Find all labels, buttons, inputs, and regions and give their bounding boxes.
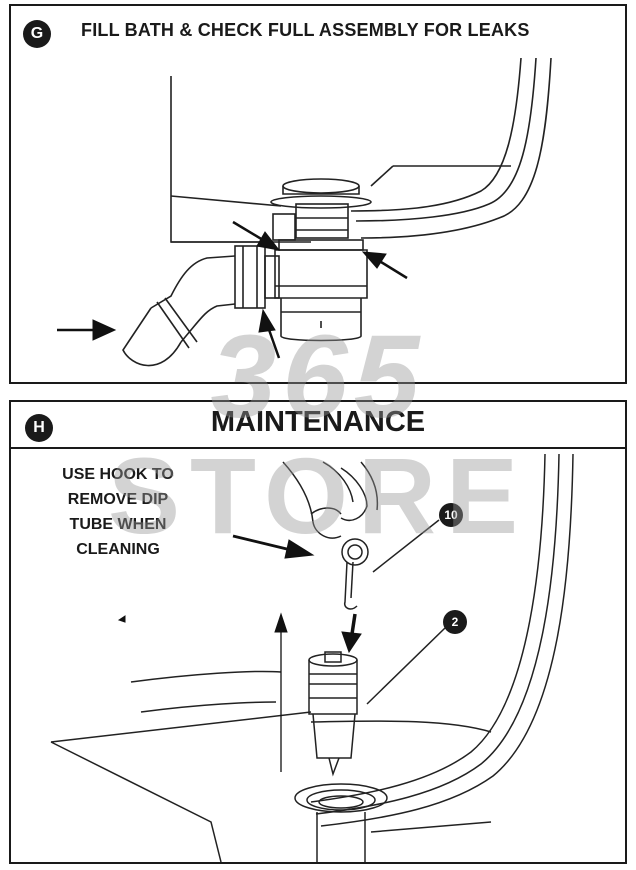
step-h-title: MAINTENANCE xyxy=(210,406,426,438)
step-g-badge: G xyxy=(23,20,51,48)
dip-tube-removal-illustration xyxy=(50,453,574,862)
part-callout-10: 10 xyxy=(439,503,463,527)
bath-waste-assembly-illustration xyxy=(57,57,552,367)
step-g-panel: G FILL BATH & CHECK FULL ASSEMBLY FOR LE… xyxy=(9,4,627,384)
maintenance-instruction: USE HOOK TO REMOVE DIP TUBE WHEN CLEANIN… xyxy=(62,466,174,558)
step-h-panel: H MAINTENANCE USE HOOK TO REMOVE DIP TUB… xyxy=(9,400,627,864)
step-h-header-divider xyxy=(11,447,625,449)
step-g-title: FILL BATH & CHECK FULL ASSEMBLY FOR LEAK… xyxy=(81,20,530,40)
step-h-badge: H xyxy=(25,414,53,442)
part-callout-2: 2 xyxy=(443,610,467,634)
